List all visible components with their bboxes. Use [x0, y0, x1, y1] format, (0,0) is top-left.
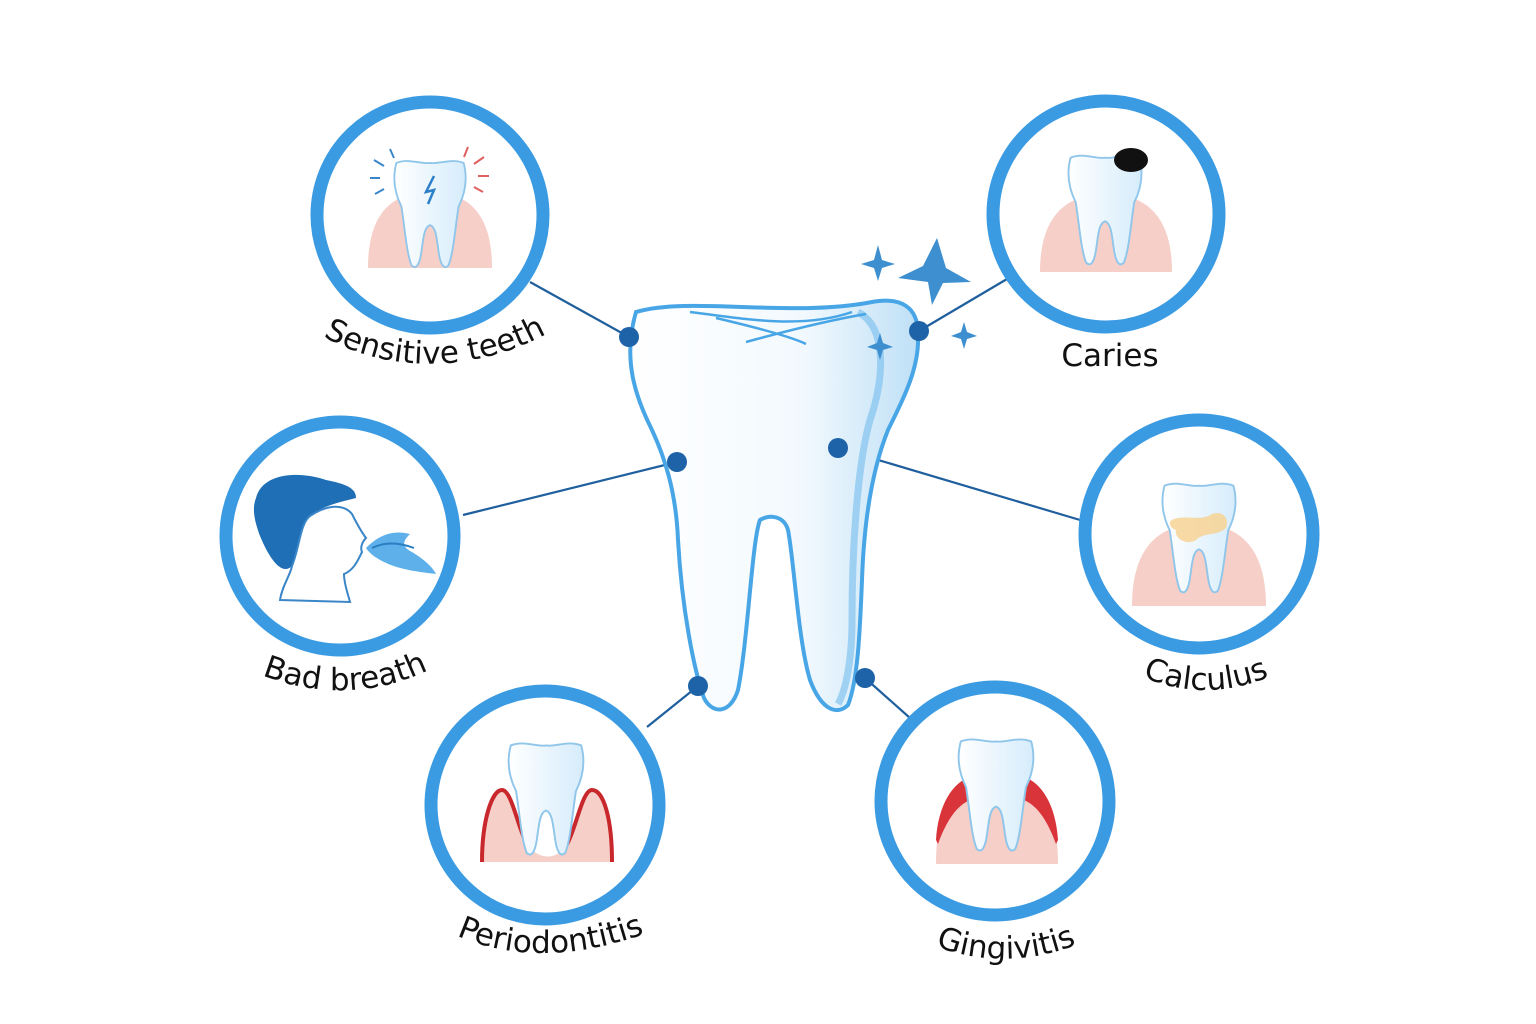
sensitive-tooth-icon — [368, 146, 492, 269]
label-gingivitis: Gingivitis — [933, 918, 1080, 967]
gingivitis-tooth-icon — [936, 738, 1058, 864]
calculus-tooth-icon — [1132, 482, 1266, 606]
connection-dots — [619, 321, 929, 696]
dot-caries — [909, 321, 929, 341]
periodontitis-tooth-icon — [480, 742, 614, 863]
dot-bad-breath — [667, 452, 687, 472]
dot-periodontitis — [688, 676, 708, 696]
connector-gingivitis — [864, 677, 911, 719]
label-calculus: Calculus — [1140, 651, 1272, 699]
dot-gingivitis — [855, 668, 875, 688]
node-periodontitis: Periodontitis — [424, 684, 666, 961]
connector-sensitive-teeth — [529, 281, 630, 338]
node-bad-breath: Bad breath — [219, 415, 461, 698]
node-calculus: Calculus — [1078, 413, 1320, 699]
sparkle-icon — [861, 238, 977, 360]
caries-tooth-icon — [1040, 148, 1172, 272]
bad-breath-icon — [253, 474, 436, 604]
connector-bad-breath — [462, 460, 678, 517]
dot-calculus — [828, 438, 848, 458]
node-gingivitis: Gingivitis — [874, 680, 1116, 967]
node-caries: Caries — [986, 94, 1226, 374]
label-caries: Caries — [1061, 338, 1158, 374]
node-sensitive-teeth: Sensitive teeth — [310, 95, 550, 372]
connector-periodontitis — [646, 685, 699, 728]
large-tooth-icon — [628, 298, 921, 713]
dot-sensitive-teeth — [619, 327, 639, 347]
connector-caries — [918, 278, 1008, 332]
